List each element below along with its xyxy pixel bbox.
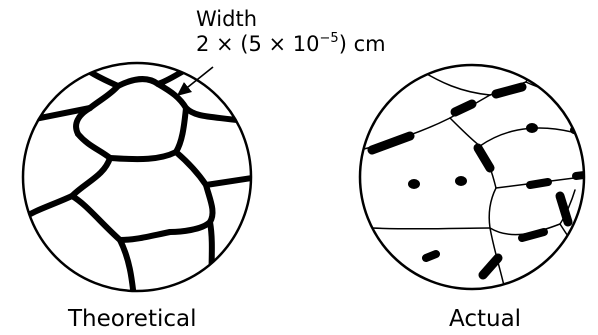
width-value: 2 × (5 × 10−5) cm: [196, 31, 386, 57]
actual-circle: [358, 63, 586, 291]
theoretical-grain-network: [23, 63, 251, 291]
width-value-prefix: 2 × (5 × 10: [196, 32, 320, 56]
interior-particles: [408, 123, 538, 189]
width-value-suffix: ) cm: [338, 32, 386, 56]
theoretical-label: Theoretical: [68, 306, 197, 332]
theoretical-circle: [21, 61, 253, 293]
width-title: Width: [196, 7, 258, 31]
actual-label: Actual: [449, 306, 522, 332]
width-arrow: [176, 66, 214, 96]
precipitate-particles: [367, 82, 584, 284]
width-value-exponent: −5: [319, 31, 339, 46]
actual-grain-network: [360, 65, 584, 289]
